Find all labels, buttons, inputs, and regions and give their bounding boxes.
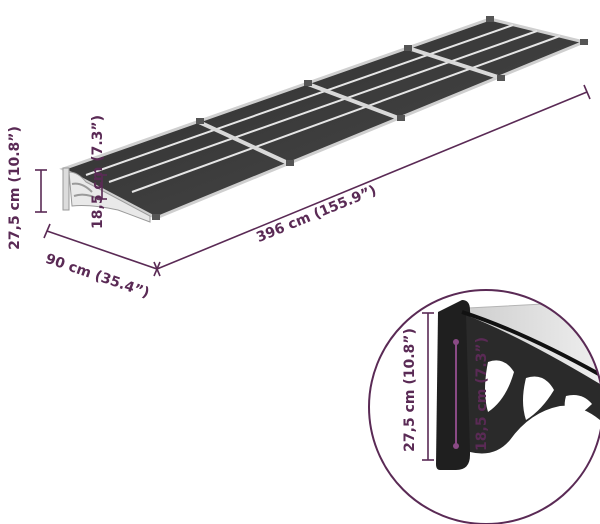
detail-bracket-hole <box>485 360 514 412</box>
dimension-height-bracket: 18,5 cm (7.3”) <box>90 115 107 229</box>
dimension-height-total: 27,5 cm (10.8”) <box>7 126 47 250</box>
canopy-rib <box>85 24 514 176</box>
detail-dimension-height-bracket: 18,5 cm (7.3”) <box>453 337 490 451</box>
detail-bracket-hole <box>523 376 554 420</box>
height-total-label: 27,5 cm (10.8”) <box>7 126 23 250</box>
length-label: 396 cm (155.9”) <box>254 183 379 246</box>
detail-inset: 27,5 cm (10.8”) 18,5 cm (7.3”) <box>368 289 600 524</box>
connector <box>497 75 505 81</box>
connector <box>404 45 412 51</box>
detail-bracket-hole <box>564 395 592 420</box>
canopy <box>59 16 589 223</box>
dimension-depth: 90 cm (35.4”) <box>43 223 161 302</box>
height-bracket-label: 18,5 cm (7.3”) <box>90 115 106 229</box>
connector <box>304 80 312 86</box>
canopy-crossbar <box>198 120 291 166</box>
depth-label: 90 cm (35.4”) <box>43 251 151 302</box>
connector <box>286 160 294 166</box>
canopy-rib <box>108 30 538 183</box>
detail-wall-plate <box>436 300 470 470</box>
detail-dimension-height-total: 27,5 cm (10.8”) <box>402 312 434 461</box>
connector <box>152 214 160 220</box>
connector <box>486 16 494 22</box>
detail-circle-border <box>368 289 600 524</box>
canopy-rib <box>131 35 561 193</box>
canopy-crossbar <box>407 46 502 80</box>
side-bracket <box>62 167 151 223</box>
canopy-panel <box>63 19 584 218</box>
canopy-crossbar <box>307 82 402 121</box>
detail-height-bracket-label: 18,5 cm (7.3”) <box>474 337 490 451</box>
connector <box>580 39 588 45</box>
connector <box>397 115 405 121</box>
detail-height-total-label: 27,5 cm (10.8”) <box>402 328 418 452</box>
connector <box>196 118 204 124</box>
